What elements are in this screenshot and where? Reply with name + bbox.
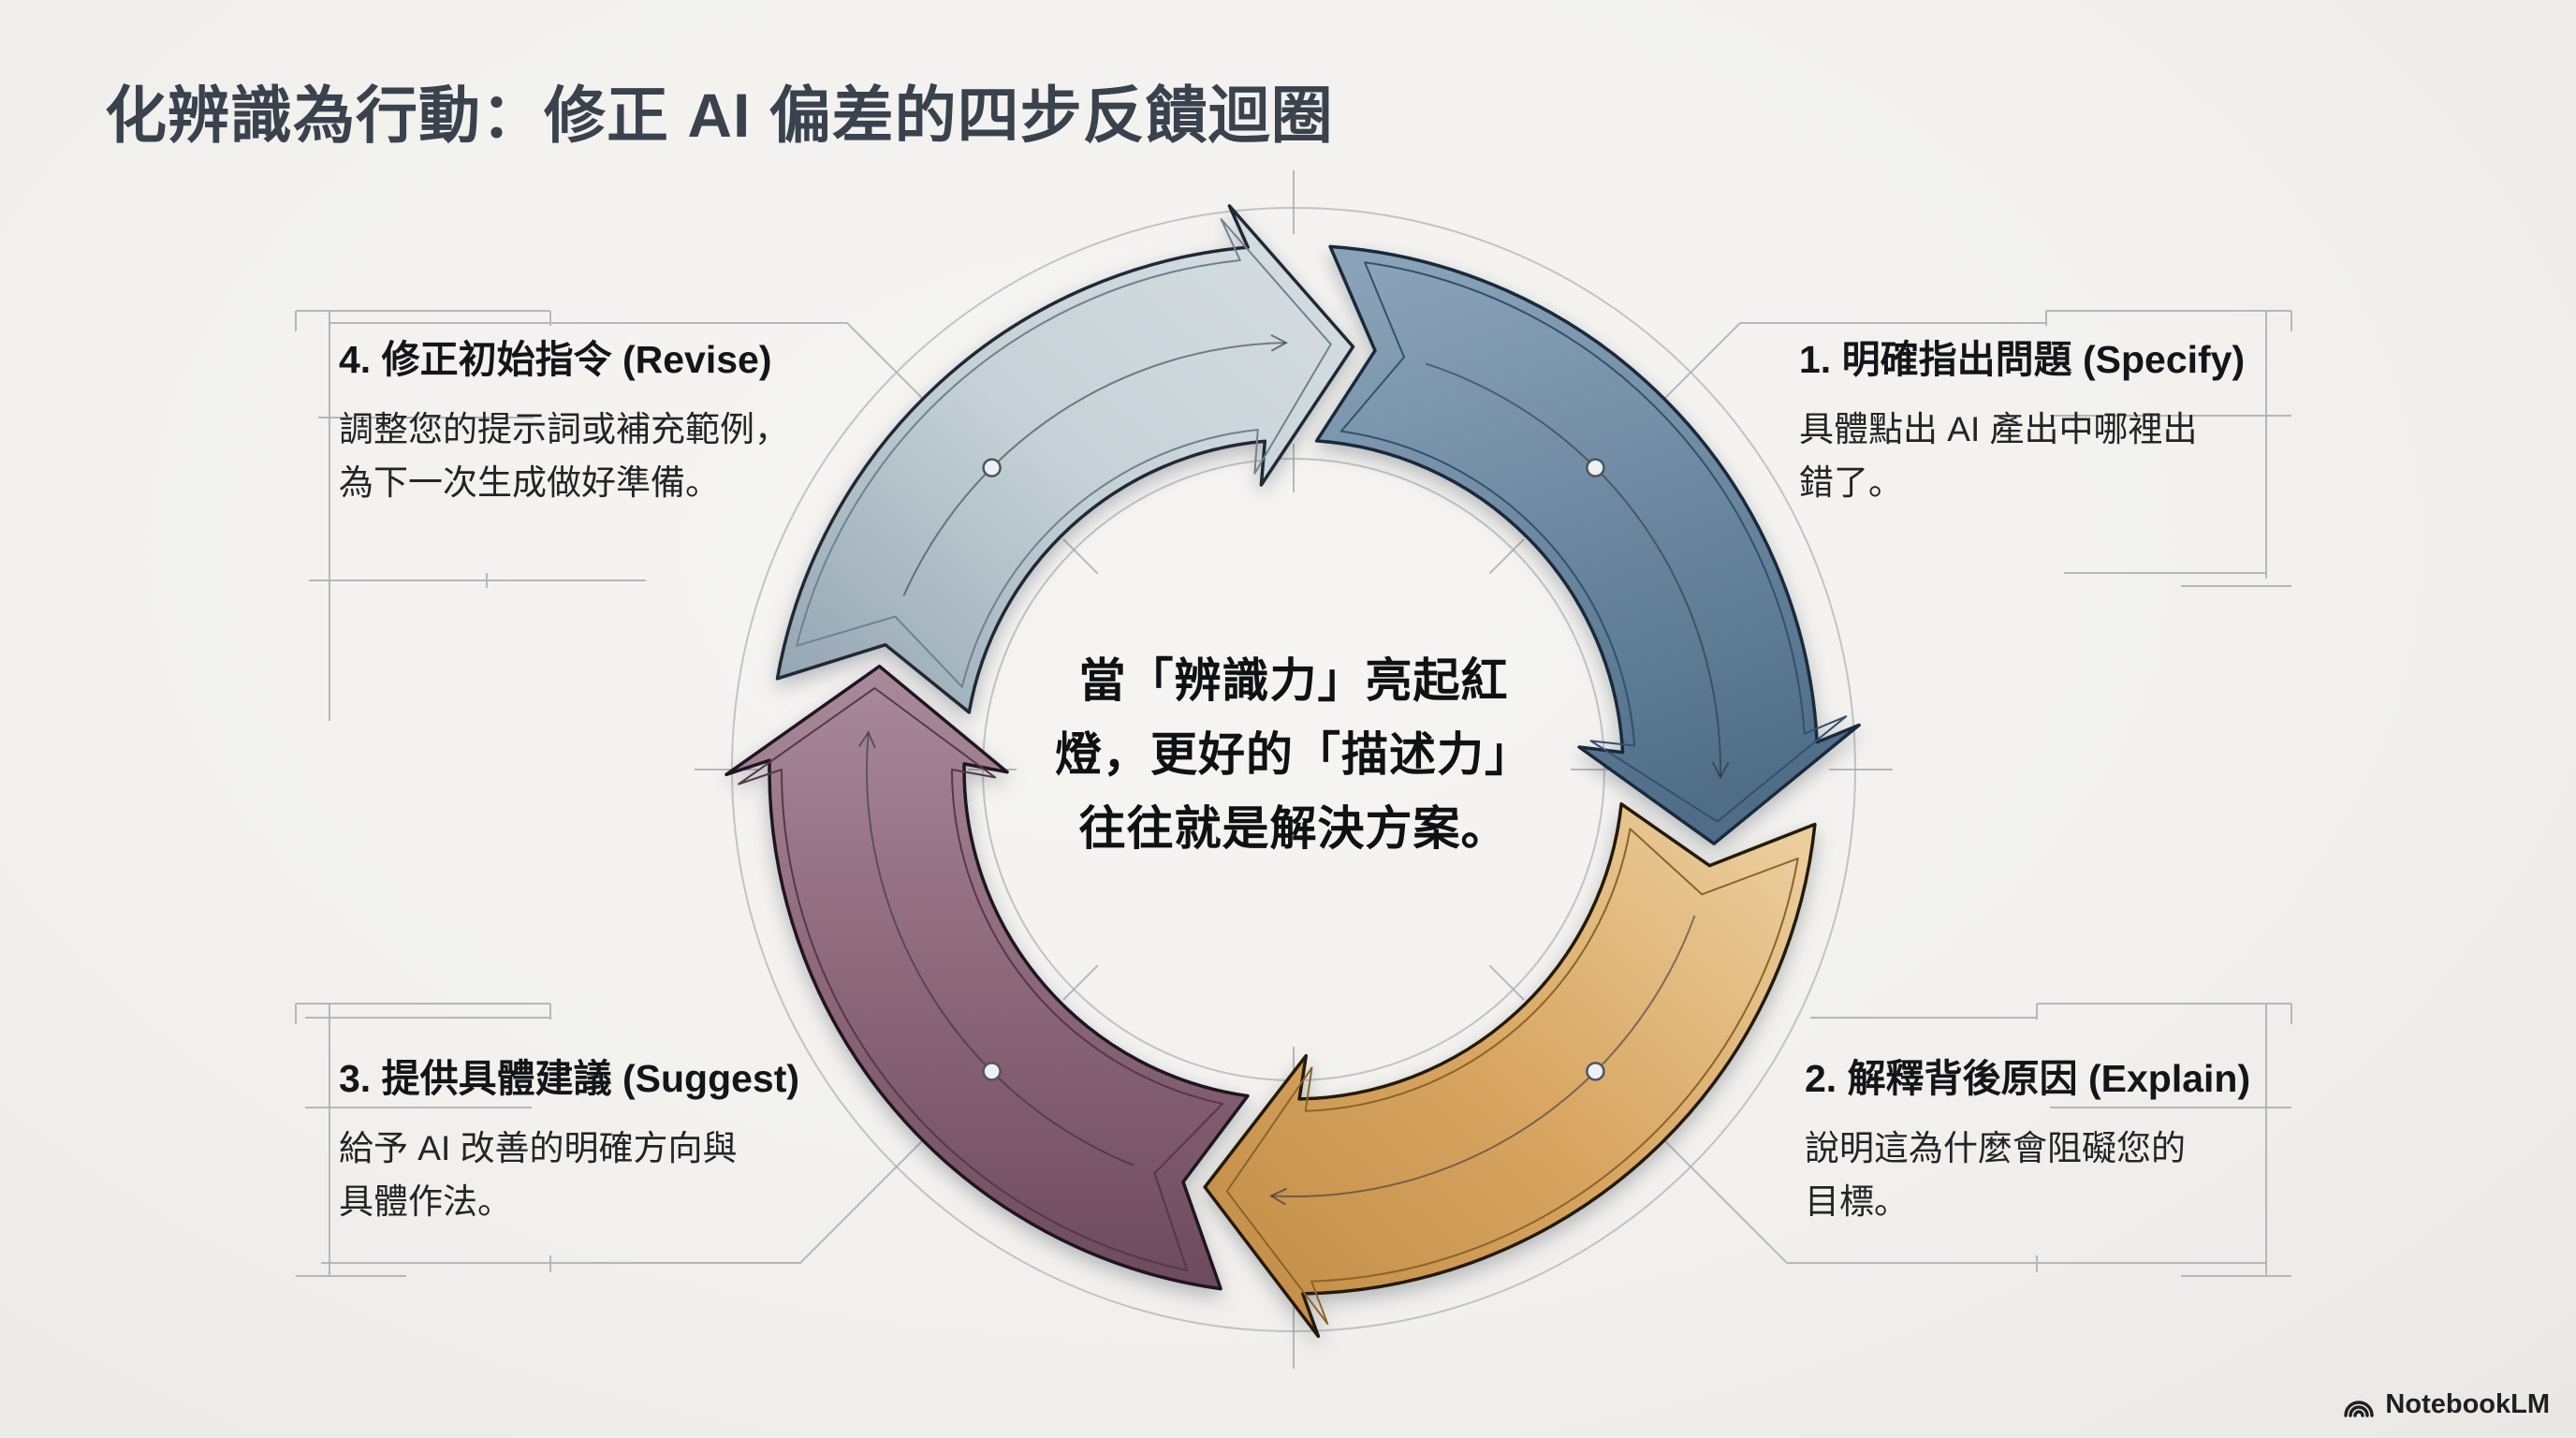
step-heading: 1. 明確指出問題 (Specify) [1799, 338, 2246, 381]
step-label-specify: 1. 明確指出問題 (Specify) 具體點出 AI 產出中哪裡出 錯了。 [1799, 337, 2323, 509]
step-body-line: 為下一次生成做好準備。 [339, 463, 720, 502]
specify-arc [1314, 244, 1861, 845]
explain-arc [1203, 802, 1817, 1339]
step-body-line: 給予 AI 改善的明確方向與 [339, 1129, 738, 1167]
revise-arc [775, 204, 1355, 714]
step-heading: 3. 提供具體建議 (Suggest) [339, 1057, 800, 1100]
step-body-line: 調整您的提示詞或補充範例， [339, 410, 789, 448]
step-body: 給予 AI 改善的明確方向與 具體作法。 [339, 1122, 863, 1228]
callout-frame-step-4 [295, 310, 993, 721]
leader-node [1586, 458, 1605, 477]
center-message-line: 燈，更好的「描述力」 [1055, 728, 1532, 781]
step-body-line: 具體點出 AI 產出中哪裡出 [1799, 410, 2198, 448]
suggest-arc [724, 664, 1250, 1291]
step-body: 具體點出 AI 產出中哪裡出 錯了。 [1799, 403, 2323, 509]
center-message: 當「辨識力」亮起紅 燈，更好的「描述力」 往往就是解決方案。 [966, 644, 1621, 866]
step-label-explain: 2. 解釋背後原因 (Explain) 說明這為什麼會阻礙您的 目標。 [1805, 1056, 2329, 1228]
notebooklm-icon [2344, 1400, 2375, 1417]
brand-footer: NotebookLM [2342, 1389, 2550, 1420]
leader-node [1586, 1062, 1605, 1081]
cycle-arrow-segments [724, 204, 1861, 1339]
center-message-line: 往往就是解決方案。 [1078, 802, 1509, 855]
step-body: 說明這為什麼會阻礙您的 目標。 [1805, 1122, 2329, 1228]
step-body-line: 具體作法。 [339, 1182, 512, 1221]
step-label-revise: 4. 修正初始指令 (Revise) 調整您的提示詞或補充範例， 為下一次生成做… [339, 337, 863, 509]
step-body-line: 目標。 [1805, 1182, 1909, 1221]
leader-node [982, 1062, 1002, 1081]
step-body-line: 說明這為什麼會阻礙您的 [1805, 1129, 2186, 1167]
step-body: 調整您的提示詞或補充範例， 為下一次生成做好準備。 [339, 403, 863, 509]
step-label-suggest: 3. 提供具體建議 (Suggest) 給予 AI 改善的明確方向與 具體作法。 [339, 1056, 863, 1228]
callout-frame-step-1 [1594, 310, 2292, 587]
page-title: 化辨識為行動：修正 AI 偏差的四步反饋迴圈 [105, 81, 1334, 150]
center-message-line: 當「辨識力」亮起紅 [1078, 654, 1509, 707]
leader-node [982, 458, 1002, 477]
step-heading: 2. 解釋背後原因 (Explain) [1805, 1057, 2251, 1100]
step-heading: 4. 修正初始指令 (Revise) [339, 338, 772, 381]
step-body-line: 錯了。 [1799, 463, 1903, 502]
brand-name: NotebookLM [2385, 1389, 2550, 1419]
